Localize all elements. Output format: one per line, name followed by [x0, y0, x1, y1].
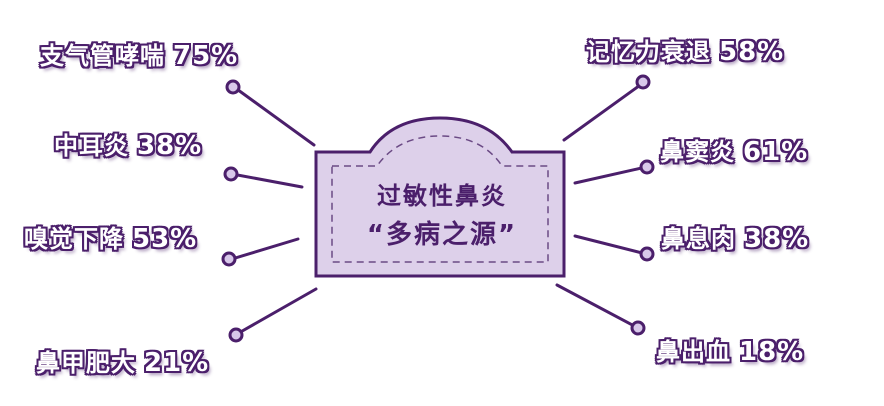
item-percent: 21% — [144, 348, 210, 378]
connector-dot-icon — [225, 79, 241, 95]
connector-line — [230, 172, 304, 189]
item-label-smell-loss: 嗅觉下降 53% — [24, 219, 197, 254]
item-name: 鼻甲肥大 — [36, 349, 136, 377]
item-percent: 75% — [173, 41, 239, 71]
item-percent: 18% — [739, 337, 805, 367]
connector-dot-icon — [635, 74, 651, 90]
item-label-polyps: 鼻息肉 38% — [661, 219, 809, 254]
connector-line — [555, 283, 640, 330]
item-name: 记忆力衰退 — [586, 38, 711, 66]
connector-dot-icon — [639, 246, 655, 262]
item-percent: 53% — [132, 224, 198, 254]
connector-dot-icon — [221, 251, 237, 267]
item-name: 支气管哮喘 — [40, 42, 165, 70]
item-name: 鼻出血 — [656, 338, 731, 366]
item-label-turbinate: 鼻甲肥大 21% — [36, 343, 209, 378]
item-name: 鼻息肉 — [661, 225, 736, 253]
center-sign-dashed-border — [331, 135, 549, 263]
connector-dot-icon — [630, 320, 646, 336]
connector-line — [230, 237, 300, 261]
item-percent: 61% — [743, 137, 809, 167]
item-percent: 38% — [744, 224, 810, 254]
item-label-nosebleed: 鼻出血 18% — [656, 332, 804, 367]
item-percent: 38% — [137, 131, 203, 161]
item-name: 嗅觉下降 — [24, 225, 124, 253]
connector-line — [562, 81, 645, 142]
item-name: 中耳炎 — [54, 132, 129, 160]
item-label-memory: 记忆力衰退 58% — [586, 32, 784, 67]
connector-dot-icon — [639, 159, 655, 175]
item-name: 鼻窦炎 — [660, 138, 735, 166]
item-label-asthma: 支气管哮喘 75% — [40, 36, 238, 71]
item-percent: 58% — [719, 37, 785, 67]
center-sign-shape — [314, 116, 566, 278]
connector-dot-icon — [223, 166, 239, 182]
center-subtitle: “多病之源” — [366, 220, 518, 250]
connector-dot-icon — [228, 327, 244, 343]
connector-line — [235, 287, 318, 336]
item-label-otitis: 中耳炎 38% — [54, 126, 202, 161]
item-label-sinusitis: 鼻窦炎 61% — [660, 132, 808, 167]
connector-line — [573, 165, 648, 185]
center-title: 过敏性鼻炎 — [377, 182, 507, 210]
connector-line — [232, 85, 316, 147]
connector-line — [573, 234, 648, 256]
